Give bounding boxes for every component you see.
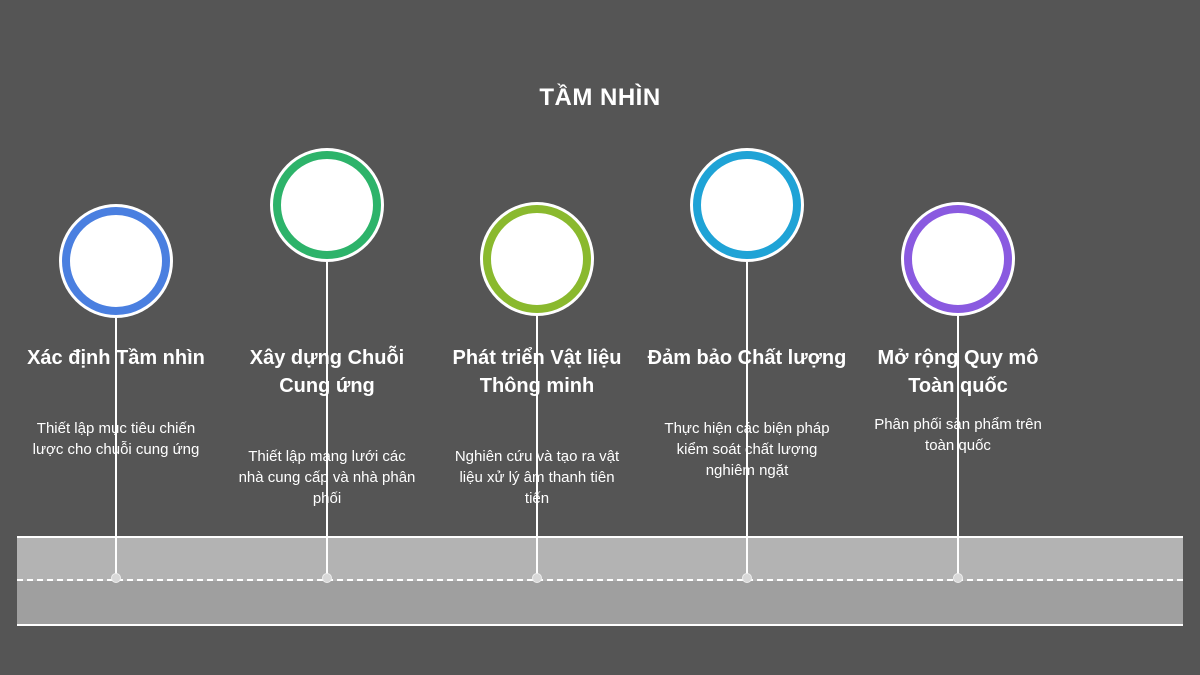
diagram-title: TẦM NHÌN xyxy=(539,84,661,111)
step-connector xyxy=(536,316,538,576)
step-ring xyxy=(62,207,170,315)
step-ring xyxy=(483,205,591,313)
step-connector xyxy=(746,262,748,576)
gear-check-icon xyxy=(717,175,777,235)
step-ring xyxy=(273,151,381,259)
timeline-marker xyxy=(322,573,332,583)
step-ring xyxy=(904,205,1012,313)
step-title: Xây dựng Chuỗi Cung ứng xyxy=(249,347,405,397)
person-target-icon xyxy=(86,231,146,291)
step-icon-circle xyxy=(690,148,804,262)
step-description: Thực hiện các biện pháp kiểm soát chất l… xyxy=(664,420,830,479)
timeline-step-2: Xây dựng Chuỗi Cung ứng Thiết lập mạng l… xyxy=(222,0,432,675)
timeline-marker xyxy=(532,573,542,583)
road-lower-lane xyxy=(17,581,1183,624)
database-network-icon xyxy=(297,175,357,235)
timeline-step-1: Xác định Tầm nhìn Thiết lập mục tiêu chi… xyxy=(11,0,221,675)
timeline-marker xyxy=(953,573,963,583)
step-connector xyxy=(957,316,959,576)
step-title: Phát triển Vật liệu Thông minh xyxy=(452,347,622,397)
step-title: Mở rộng Quy mô Toàn quốc xyxy=(877,347,1039,397)
step-description: Phân phối sản phẩm trên toàn quốc xyxy=(874,416,1042,454)
step-ring xyxy=(693,151,801,259)
step-description: Thiết lập mạng lưới các nhà cung cấp và … xyxy=(238,448,416,507)
step-icon-circle xyxy=(59,204,173,318)
timeline-step-4: Đảm bảo Chất lượng Thực hiện các biện ph… xyxy=(642,0,852,675)
step-connector xyxy=(115,318,117,576)
step-icon-circle xyxy=(901,202,1015,316)
road-center-line xyxy=(17,579,1183,581)
timeline-marker xyxy=(742,573,752,583)
step-description: Thiết lập mục tiêu chiến lược cho chuỗi … xyxy=(32,420,200,458)
step-connector xyxy=(326,262,328,576)
timeline-step-3: Phát triển Vật liệu Thông minh Nghiên cứ… xyxy=(432,0,642,675)
timeline-marker xyxy=(111,573,121,583)
step-title: Xác định Tầm nhìn xyxy=(27,347,205,369)
step-title: Đảm bảo Chất lượng xyxy=(647,347,847,369)
timeline-step-5: Mở rộng Quy mô Toàn quốc Phân phối sản p… xyxy=(853,0,1063,675)
globe-plus-icon xyxy=(928,229,988,289)
step-icon-circle xyxy=(270,148,384,262)
step-description: Nghiên cứu và tạo ra vật liệu xử lý âm t… xyxy=(454,448,620,507)
timeline-road xyxy=(17,536,1183,626)
step-icon-circle xyxy=(480,202,594,316)
atom-hand-icon xyxy=(507,229,567,289)
